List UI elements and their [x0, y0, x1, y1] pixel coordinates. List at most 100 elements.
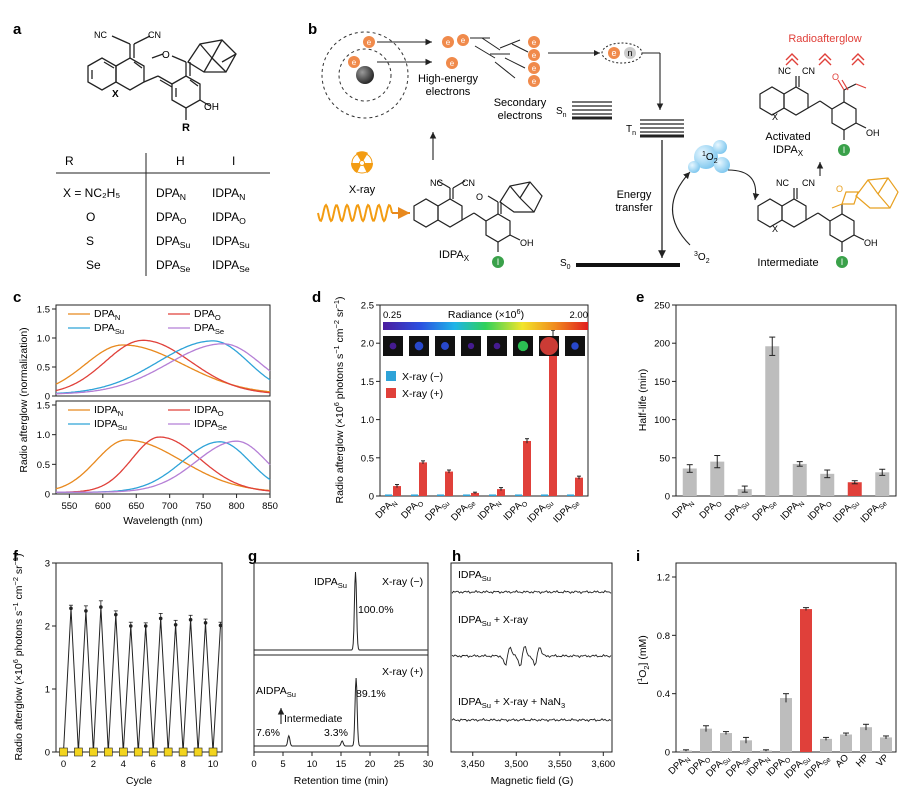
- trough-marker: [118, 747, 128, 757]
- intermediate-oh: OH: [864, 238, 878, 248]
- panel-c-y-tick-label: 1.0: [37, 334, 50, 345]
- chromatogram-bottom: [254, 677, 428, 747]
- activated-iodine-label: I: [843, 145, 846, 155]
- trough-marker: [59, 747, 68, 757]
- panel-d-category-label: IDPASu: [525, 496, 555, 526]
- panel-c-x-tick-label: 700: [162, 501, 178, 512]
- epr-trace-label: IDPASu + X-ray + NaN3: [458, 696, 565, 710]
- electron-icon: [457, 34, 469, 46]
- cycle-line: [63, 607, 221, 753]
- legend-swatch-off: [386, 371, 396, 381]
- electron-icon: [348, 56, 360, 68]
- table-row-x: Se: [86, 258, 101, 272]
- electron-symbol: e: [532, 64, 537, 73]
- electron-icon: [363, 36, 375, 48]
- afterglow-chevrons: [785, 53, 865, 66]
- half-life-bar: [682, 468, 697, 496]
- trough-marker: [193, 747, 203, 757]
- radiance-spot: [493, 342, 501, 350]
- trough-marker: [89, 747, 98, 757]
- legend-entry: DPAO: [194, 308, 221, 322]
- radiance-max-label: 2.00: [570, 310, 589, 321]
- panel-c-x-tick-label: 850: [262, 501, 278, 512]
- idpax-o: O: [476, 192, 483, 202]
- panel-d-y-axis-label: Radio afterglow (×106 photons s−1 cm−2 s…: [332, 297, 346, 504]
- iodine-marker: [492, 256, 504, 268]
- panel-d-category-label: DPASe: [449, 496, 478, 525]
- panel-e-y-tick-label: 250: [654, 301, 670, 312]
- panel-g-x-tick-label: 0: [251, 759, 256, 770]
- high-energy-label-1: High-energy: [418, 73, 478, 85]
- s0-label: S0: [560, 258, 571, 271]
- trough-marker: [163, 747, 173, 757]
- panel-c-x-tick-label: 750: [195, 501, 211, 512]
- panel-a-structure: [87, 35, 237, 120]
- legend-entry: DPASe: [194, 322, 224, 336]
- legend-entry: DPASu: [94, 322, 124, 336]
- panel-d-category-label: IDPAO: [501, 496, 529, 524]
- singlet-oxygen-bar: [720, 733, 732, 752]
- secondary-label-2: electrons: [498, 110, 543, 122]
- panel-f-x-tick-label: 10: [208, 759, 219, 770]
- radiance-spot: [540, 337, 558, 355]
- panel-c-y-tick-label: 0.5: [37, 363, 50, 374]
- panel-i-y-tick-label: 1.2: [657, 573, 670, 584]
- bar-xray-on: [393, 486, 401, 496]
- epr-trace: [451, 589, 612, 595]
- panel-d-y-tick-label: 1.0: [361, 415, 374, 426]
- electron-symbol: e: [532, 51, 537, 60]
- table-row-x: O: [86, 210, 95, 224]
- intermediate-cn: CN: [802, 178, 815, 188]
- panel-d-category-label: DPASu: [423, 496, 452, 525]
- radiance-spot: [441, 342, 449, 350]
- activated-oh: OH: [866, 128, 880, 138]
- panel-c-x-tick-label: 800: [229, 501, 245, 512]
- panel-c-y-tick-label: 0.5: [37, 460, 50, 471]
- bar-xray-on: [549, 339, 557, 496]
- intermediate-structure: [757, 188, 865, 252]
- table-header-h: H: [176, 154, 185, 168]
- panel-e-y-tick-label: 150: [654, 377, 670, 388]
- epr-trace-label: IDPASu + X-ray: [458, 614, 529, 628]
- panel-e-category-label: IDPAO: [806, 496, 834, 524]
- bottom-condition-label: X-ray (+): [382, 666, 423, 678]
- table-cell-i: IDPASu: [212, 234, 250, 250]
- panel-c-y-tick-label: 1.5: [37, 401, 50, 412]
- panel-d-y-tick-label: 1.5: [361, 377, 374, 388]
- bar-xray-on: [523, 440, 531, 496]
- panel-f-y-tick-label: 0: [45, 748, 50, 759]
- table-cell-i: IDPASe: [212, 258, 250, 274]
- panel-i-y-tick-label: 0.8: [657, 631, 670, 642]
- half-life-bar: [847, 482, 862, 496]
- panel-d-y-tick-label: 0.5: [361, 453, 374, 464]
- bar-xray-off: [385, 494, 392, 496]
- intermediate-x: X: [772, 224, 778, 234]
- half-life-bar: [875, 472, 890, 496]
- singlet-oxygen-bar: [740, 740, 752, 752]
- half-life-bar: [710, 461, 725, 496]
- panel-c-x-tick-label: 650: [128, 501, 144, 512]
- legend-entry: DPAN: [94, 308, 120, 322]
- top-condition-label: X-ray (−): [382, 576, 423, 588]
- spectrum-line-dpa-se: [56, 343, 271, 395]
- singlet-oxygen-bar: [880, 737, 892, 752]
- legend-swatch-on: [386, 388, 396, 398]
- bar-xray-on: [575, 477, 583, 496]
- epr-trace: [451, 645, 612, 667]
- pair-electron-label: e: [611, 48, 616, 58]
- panel-i-category-label: AO: [834, 752, 851, 769]
- panel-f-y-tick-label: 1: [45, 685, 50, 696]
- radiance-spot: [467, 342, 475, 350]
- activated-nc: NC: [778, 66, 791, 76]
- panel-i-category-label: HP: [854, 752, 871, 769]
- methoxy-label: O: [162, 50, 170, 61]
- energy-transfer-label-1: Energy: [617, 189, 652, 201]
- x-atom-label: X: [112, 89, 119, 100]
- high-energy-label-2: electrons: [426, 86, 471, 98]
- intermediate-o: O: [836, 184, 843, 194]
- radiance-spot: [517, 340, 529, 352]
- electron-icon: [446, 57, 458, 69]
- panel-h-x-tick-label: 3,500: [504, 759, 528, 770]
- panel-d-y-tick-label: 2.0: [361, 339, 374, 350]
